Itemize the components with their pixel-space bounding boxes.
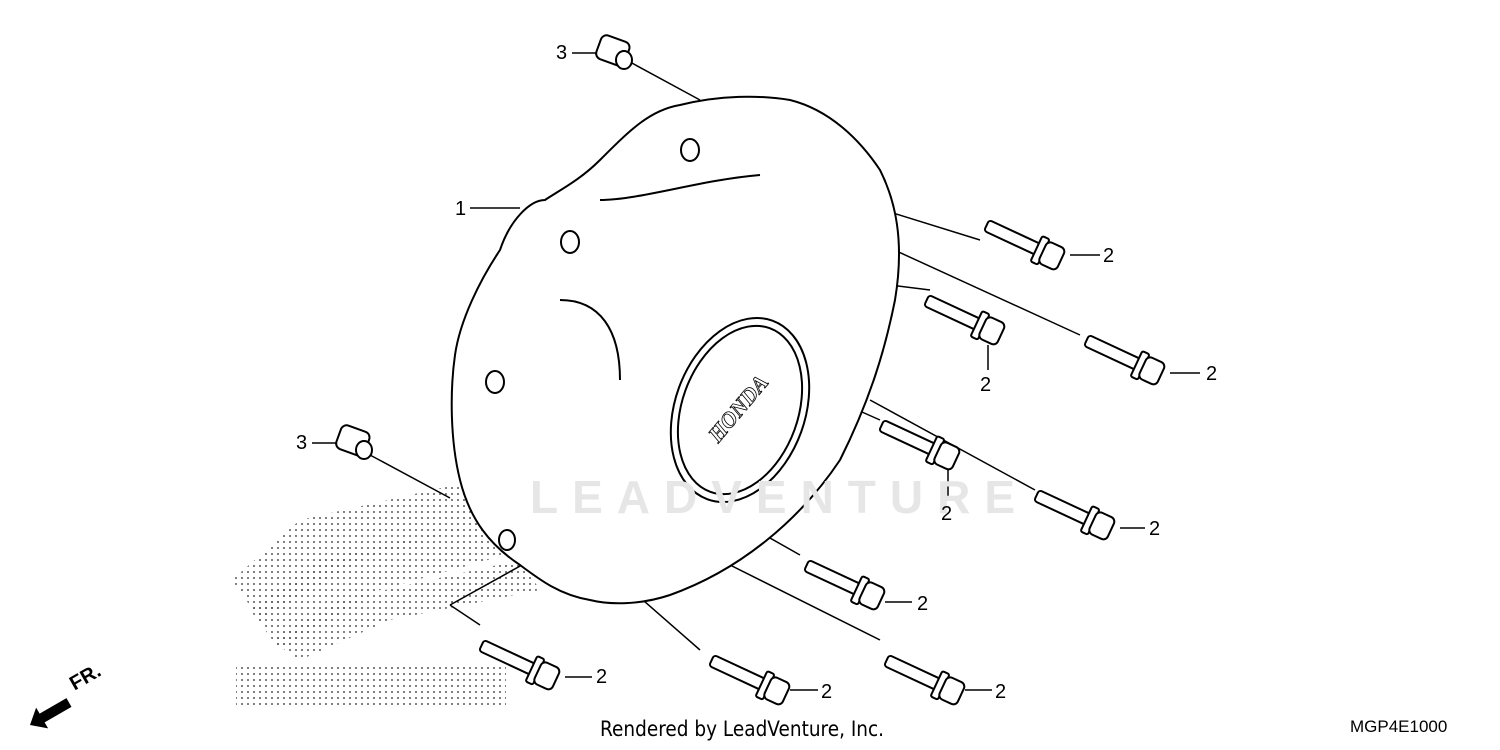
callout-bolt[interactable]: 2 [1103, 245, 1115, 267]
diagram-code: MGP4E1000 [1350, 717, 1448, 736]
bolt-icon [1034, 489, 1116, 541]
bolt-icon [984, 219, 1066, 271]
callout-bolt[interactable]: 2 [941, 503, 953, 525]
callout-bolt[interactable]: 2 [995, 681, 1007, 703]
dowel-pin-bottom [335, 424, 373, 460]
bolt-icon [884, 654, 966, 706]
callout-cover[interactable]: 1 [455, 198, 467, 220]
callout-dowel-pin-top[interactable]: 3 [556, 42, 568, 64]
footer-credit: Rendered by LeadVenture, Inc. [600, 717, 885, 741]
callout-bolt[interactable]: 2 [917, 593, 929, 615]
bolt-icon [924, 294, 1006, 346]
crankcase-cover [450, 95, 900, 605]
watermark-text: LEADVENTURE [530, 471, 1030, 523]
callout-bolt[interactable]: 2 [596, 666, 608, 688]
callout-bolt[interactable]: 2 [1206, 363, 1218, 385]
bolt-icon [1084, 334, 1166, 386]
flange-bolts [479, 219, 1166, 706]
front-direction-arrow-icon [30, 698, 72, 729]
bolt-icon [709, 654, 791, 706]
bolt-icon [479, 639, 561, 691]
callout-bolt[interactable]: 2 [821, 681, 833, 703]
callout-bolt[interactable]: 2 [1149, 518, 1161, 540]
callout-dowel-pin-bottom[interactable]: 3 [296, 432, 308, 454]
dowel-pin-top [595, 34, 633, 70]
bolt-icon [879, 419, 961, 471]
bolt-icon [804, 559, 886, 611]
callout-bolt[interactable]: 2 [980, 374, 992, 396]
